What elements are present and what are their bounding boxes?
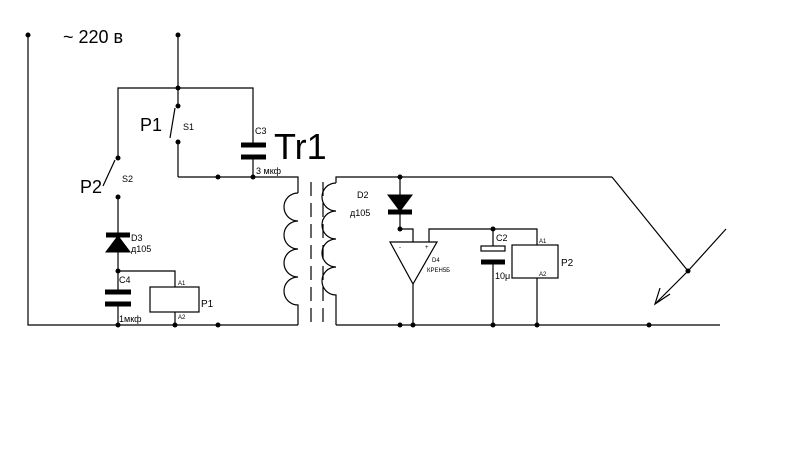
- left-ground-nodes: [115, 322, 221, 328]
- switch-s1-name: S1: [183, 122, 194, 132]
- d3-type: д105: [131, 244, 151, 254]
- svg-text:-: -: [399, 245, 401, 251]
- c2-name: C2: [496, 233, 508, 243]
- diode-d3: D3 д105: [105, 232, 151, 271]
- relay-p1-pin-a1: A1: [178, 281, 186, 287]
- diode-d2: D2 д105: [350, 174, 413, 232]
- c3-name: C3: [255, 126, 267, 136]
- secondary-ground-rail: [336, 322, 720, 328]
- d4-type: КРЕН5Б: [427, 268, 450, 274]
- capacitor-c4: C4 1мкф: [105, 268, 142, 325]
- regulator-d4: - + D4 КРЕН5Б: [388, 228, 494, 325]
- primary-coil: [283, 192, 299, 325]
- contact-switch-s2: P2 S2: [80, 155, 133, 234]
- transformer-tr1: [283, 176, 612, 325]
- c4-value: 1мкф: [119, 314, 142, 324]
- d2-type: д105: [350, 208, 370, 218]
- output-probe: [611, 176, 727, 306]
- switch-s2-name: S2: [122, 174, 133, 184]
- relay-p1-name: P1: [201, 299, 214, 310]
- switch-s1-ref: P1: [140, 115, 162, 135]
- primary-feed: [178, 174, 299, 193]
- capacitor-c2: C2 10μ: [480, 226, 510, 325]
- d3-name: D3: [131, 233, 143, 243]
- mains-input: ~ 220 в: [25, 27, 298, 326]
- switch-s2-ref: P2: [80, 177, 102, 197]
- c4-name: C4: [119, 275, 131, 285]
- secondary-coil: [321, 182, 337, 325]
- d4-name: D4: [432, 258, 440, 264]
- relay-p2-pin-a1: A1: [539, 239, 547, 245]
- relay-p2-pin-a2: A2: [539, 272, 547, 278]
- relay-p2-name: P2: [561, 258, 574, 269]
- d2-name: D2: [357, 190, 369, 200]
- top-branch: [117, 35, 254, 158]
- svg-text:+: +: [425, 245, 429, 251]
- capacitor-c3: C3 3 мкф: [241, 126, 282, 177]
- transformer-label: Tr1: [274, 126, 327, 167]
- c2-value: 10μ: [495, 271, 510, 281]
- relay-p2: A1 A2 P2: [493, 228, 574, 325]
- c3-value: 3 мкф: [256, 166, 282, 176]
- relay-p1-pin-a2: A2: [178, 315, 186, 321]
- contact-switch-s1: P1 S1: [140, 107, 194, 177]
- supply-voltage-label: ~ 220 в: [63, 27, 123, 47]
